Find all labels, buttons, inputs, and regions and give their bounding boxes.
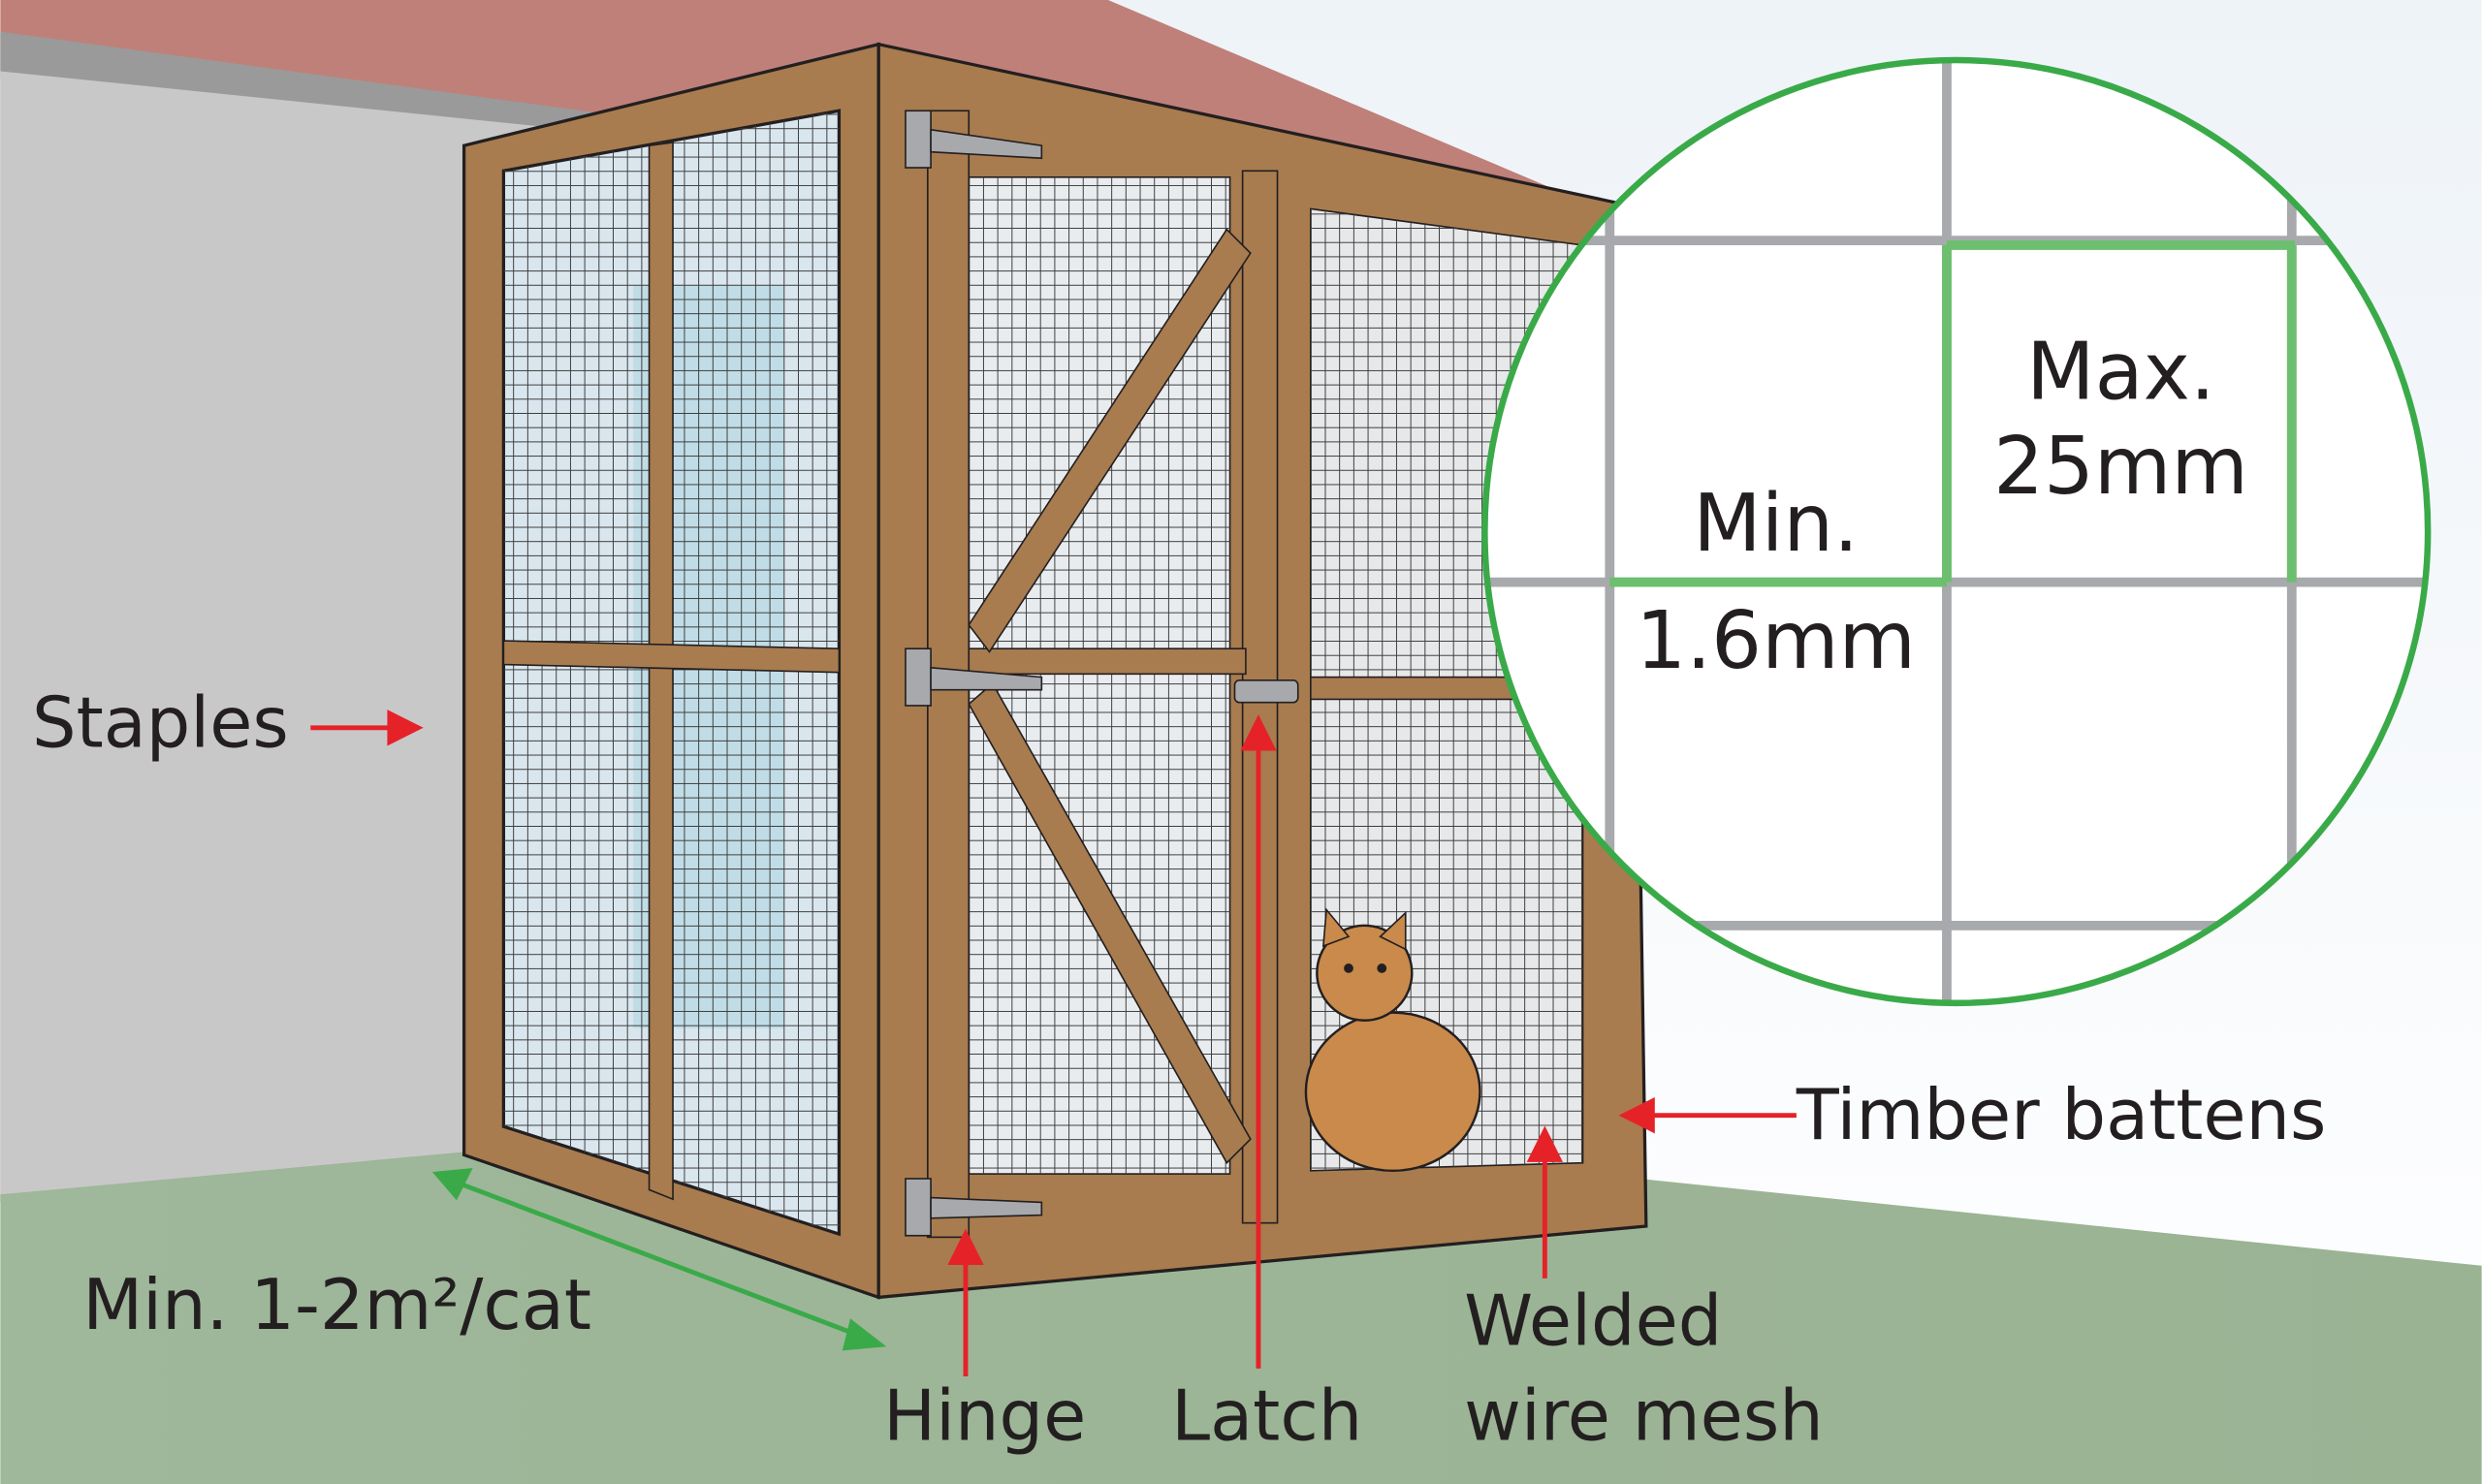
label-welded: Welded — [1464, 1279, 1722, 1361]
min-gauge-label: Min. — [1693, 478, 1859, 570]
label-hinge: Hinge — [883, 1374, 1086, 1456]
area-dimension-arrow-icon — [431, 1167, 887, 1351]
mesh-detail-inset: Max. 25mm Min. 1.6mm — [1481, 56, 2432, 1007]
enclosure-side-panel — [461, 42, 880, 1300]
label-area: Min. 1-2m²/cat — [82, 1264, 591, 1345]
battens-arrow-icon — [1618, 1097, 1655, 1134]
hinge-icon — [905, 110, 1043, 1237]
label-staples: Staples — [32, 681, 289, 763]
max-spacing-label: Max. — [2026, 326, 2215, 418]
latch-arrow-icon — [1240, 714, 1277, 751]
min-gauge-value: 1.6mm — [1636, 595, 1916, 687]
red-arrows — [310, 710, 1797, 1377]
label-timber-battens: Timber battens — [1796, 1074, 2327, 1155]
staples-arrow-icon — [387, 710, 424, 746]
hinge-arrow-icon — [947, 1228, 984, 1265]
cat-illustration — [1304, 907, 1481, 1173]
label-latch: Latch — [1171, 1374, 1362, 1456]
mesh-arrow-icon — [1526, 1125, 1564, 1162]
label-wire-mesh: wire mesh — [1464, 1374, 1824, 1456]
latch-icon — [1233, 679, 1299, 704]
max-spacing-value: 25mm — [1993, 421, 2248, 513]
